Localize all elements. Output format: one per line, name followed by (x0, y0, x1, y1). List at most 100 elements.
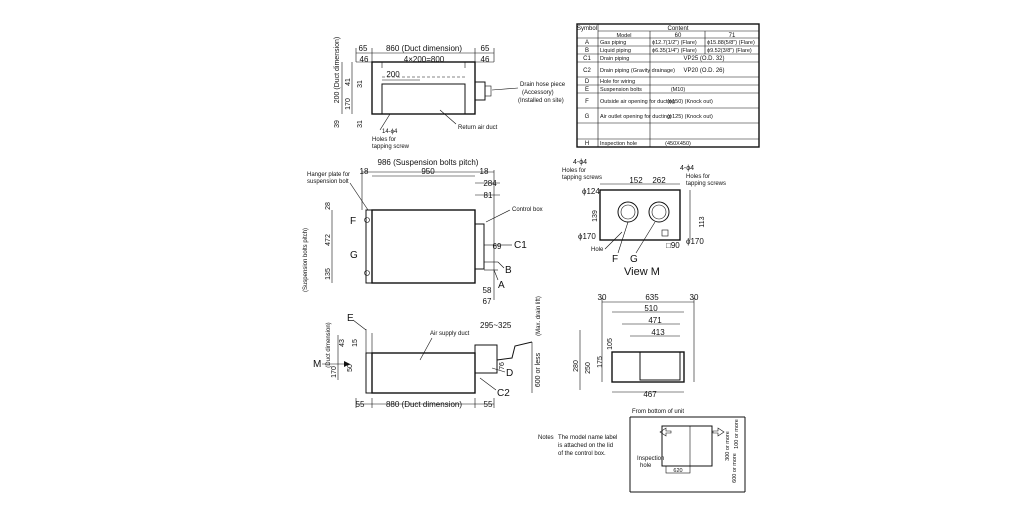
table-row-f-sym: F (585, 99, 589, 105)
view-m-panel (599, 189, 681, 241)
notes-line-1: The model name label (558, 435, 617, 441)
table-row-e-value: (M10) (671, 87, 686, 93)
plan-view: 986 (Suspension bolts pitch) 950 18 18 2… (303, 158, 543, 306)
front-50: 50 (347, 364, 354, 372)
table-row-c1-sym: C1 (583, 56, 591, 62)
dim-472: 472 (325, 234, 332, 246)
table-row-g-item: Air outlet opening for ducting (600, 114, 670, 120)
max-drain-lift: (Max. drain lift) (536, 296, 542, 336)
control-box-outline (474, 223, 485, 270)
notes: Notes The model name label is attached o… (538, 435, 617, 457)
dim-950: 950 (421, 167, 435, 176)
view-m-label-g: G (630, 254, 638, 265)
view-m-left-holes-3: tapping screws (562, 175, 602, 181)
front-label-d: D (506, 368, 513, 379)
dim-65-left: 65 (359, 44, 368, 53)
table-row-d-item: Hole for wiring (600, 79, 635, 85)
view-m-title: View M (624, 266, 660, 278)
side-467: 467 (643, 390, 657, 399)
dim-986-pitch: 986 (Suspension bolts pitch) (378, 158, 479, 167)
dim-200-span: 200 (386, 70, 400, 79)
view-m-left-holes-1: 4-ϕ4 (573, 159, 587, 166)
inner-panel-top (381, 83, 466, 115)
front-43: 43 (339, 339, 346, 347)
view-m-d170-a: ϕ170 (578, 232, 596, 241)
drain-hose-label-3: (Installed on site) (518, 98, 564, 104)
bottom-100-more: 100 or more (734, 419, 740, 449)
view-m-right-holes-1: 4-ϕ4 (680, 165, 694, 172)
view-m-arrow-icon (344, 361, 350, 367)
front-76: 76 (499, 362, 506, 370)
dim-81: 81 (484, 191, 493, 200)
front-label-c2: C2 (497, 388, 510, 399)
dim-39: 39 (334, 120, 341, 128)
table-row-a-item: Gas piping (600, 40, 626, 46)
plan-label-a: A (498, 280, 505, 291)
front-label-e: E (347, 313, 354, 324)
notes-line-3: of the control box. (558, 451, 606, 457)
view-m-right-holes-3: tapping screws (686, 181, 726, 187)
front-55-a: 55 (356, 400, 365, 409)
table-content-header: Content (667, 26, 688, 32)
table-row-a-sym: A (585, 40, 589, 46)
side-view: 30 635 30 510 471 413 280 250 175 105 46… (573, 293, 699, 399)
view-m-d139: 139 (592, 210, 599, 222)
dim-170: 170 (345, 98, 352, 110)
unit-body-plan (371, 209, 476, 284)
table-row-c1-item: Drain piping (600, 56, 629, 62)
table-row-c2-sym: C2 (583, 68, 591, 74)
dim-18-a: 18 (360, 167, 369, 176)
side-30-a: 30 (598, 293, 607, 302)
table-row-h-item: Inspection hole (600, 141, 637, 147)
dim-58: 58 (483, 286, 492, 295)
dim-pitch-800: 4×200=800 (404, 55, 445, 64)
table-row-a-71: ϕ15.88(5/8") (Flare) (707, 40, 755, 46)
view-m-label-f: F (612, 254, 618, 265)
dim-41: 41 (345, 78, 352, 86)
plan-label-c1: C1 (514, 240, 527, 251)
holes-label-1: 14-ϕ4 (382, 129, 398, 135)
holes-label-3: tapping screw (372, 144, 410, 150)
dim-31-a: 31 (357, 80, 364, 88)
suspension-bolts-side: (Suspension bolts pitch) (303, 228, 309, 292)
plan-label-f: F (350, 216, 356, 227)
view-m-left-holes-2: Holes for (562, 168, 586, 174)
dim-200-height: 200 (Duct dimension) (334, 37, 341, 104)
plan-label-b: B (505, 265, 512, 276)
drain-hose-label-1: Drain hose piece (520, 82, 566, 88)
view-m-right-holes-2: Holes for (686, 174, 710, 180)
dim-67: 67 (483, 297, 492, 306)
table-row-h-value: (450X450) (665, 141, 691, 147)
view-m-d124: ϕ124 (582, 187, 600, 196)
dim-284: 284 (483, 179, 497, 188)
bottom-view-title: From bottom of unit (632, 409, 684, 415)
table-row-c2-value: VP20 (O.D. 26) (683, 68, 724, 74)
side-413: 413 (651, 328, 665, 337)
unit-footprint (661, 425, 713, 467)
unit-body-front (371, 352, 476, 394)
dim-18-b: 18 (480, 167, 489, 176)
unit-body-side (611, 351, 685, 383)
drain-hose-stub (474, 81, 486, 101)
front-view: 55 880 (Duct dimension) 55 E M (Duct dim… (313, 296, 542, 409)
table-row-g-sym: G (585, 114, 590, 120)
table-row-f-item: Outside air opening for ducting (600, 99, 675, 105)
view-m-hole: Hole (591, 247, 604, 253)
dim-duct-860: 860 (Duct dimension) (386, 44, 462, 53)
flow-arrow-right-icon (712, 427, 725, 437)
dim-46-right: 46 (481, 55, 490, 64)
front-label-m: M (313, 359, 321, 370)
table-row-b-71: ϕ9.52(3/8") (Flare) (707, 48, 752, 54)
flow-arrow-left-icon (659, 427, 672, 437)
view-m-d113: 113 (699, 216, 706, 227)
table-row-b-60: ϕ6.35(1/4") (Flare) (652, 48, 697, 54)
table-row-g-value: (ϕ125) (Knock out) (667, 114, 713, 120)
return-air-label: Return air duct (458, 125, 498, 131)
drain-600-or-less: 600 or less (535, 352, 542, 387)
table-row-c2-item: Drain piping (Gravity drainage) (600, 68, 675, 74)
side-280: 280 (573, 360, 580, 372)
dim-28: 28 (325, 202, 332, 210)
table-row-d-sym: D (585, 79, 590, 85)
side-30-b: 30 (690, 293, 699, 302)
